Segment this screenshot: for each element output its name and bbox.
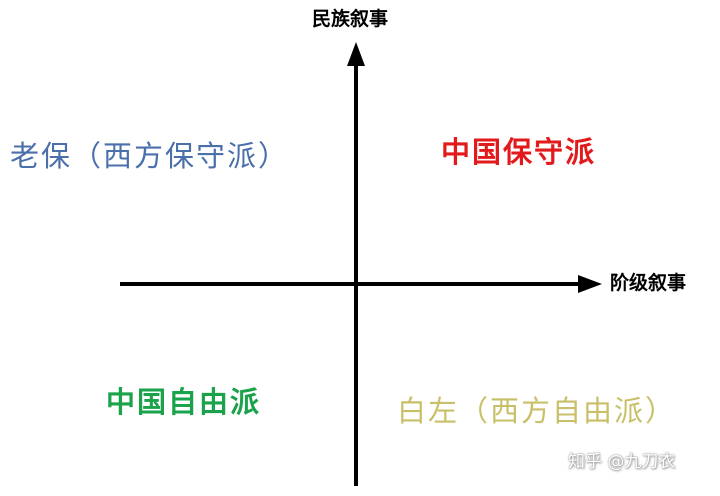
y-axis-label: 民族叙事 bbox=[312, 8, 389, 30]
y-axis-arrow-icon bbox=[347, 42, 365, 66]
quadrant-bottom-left-label: 中国自由派 bbox=[106, 385, 262, 419]
x-axis-label: 阶级叙事 bbox=[610, 272, 687, 294]
quadrant-bottom-right-label: 白左（西方自由派） bbox=[397, 394, 677, 428]
watermark: 知乎 @九刀衣 bbox=[568, 452, 676, 472]
quadrant-top-right-label: 中国保守派 bbox=[441, 135, 597, 169]
x-axis-arrow-icon bbox=[578, 275, 602, 293]
quadrant-top-left-label: 老保（西方保守派） bbox=[10, 139, 290, 173]
